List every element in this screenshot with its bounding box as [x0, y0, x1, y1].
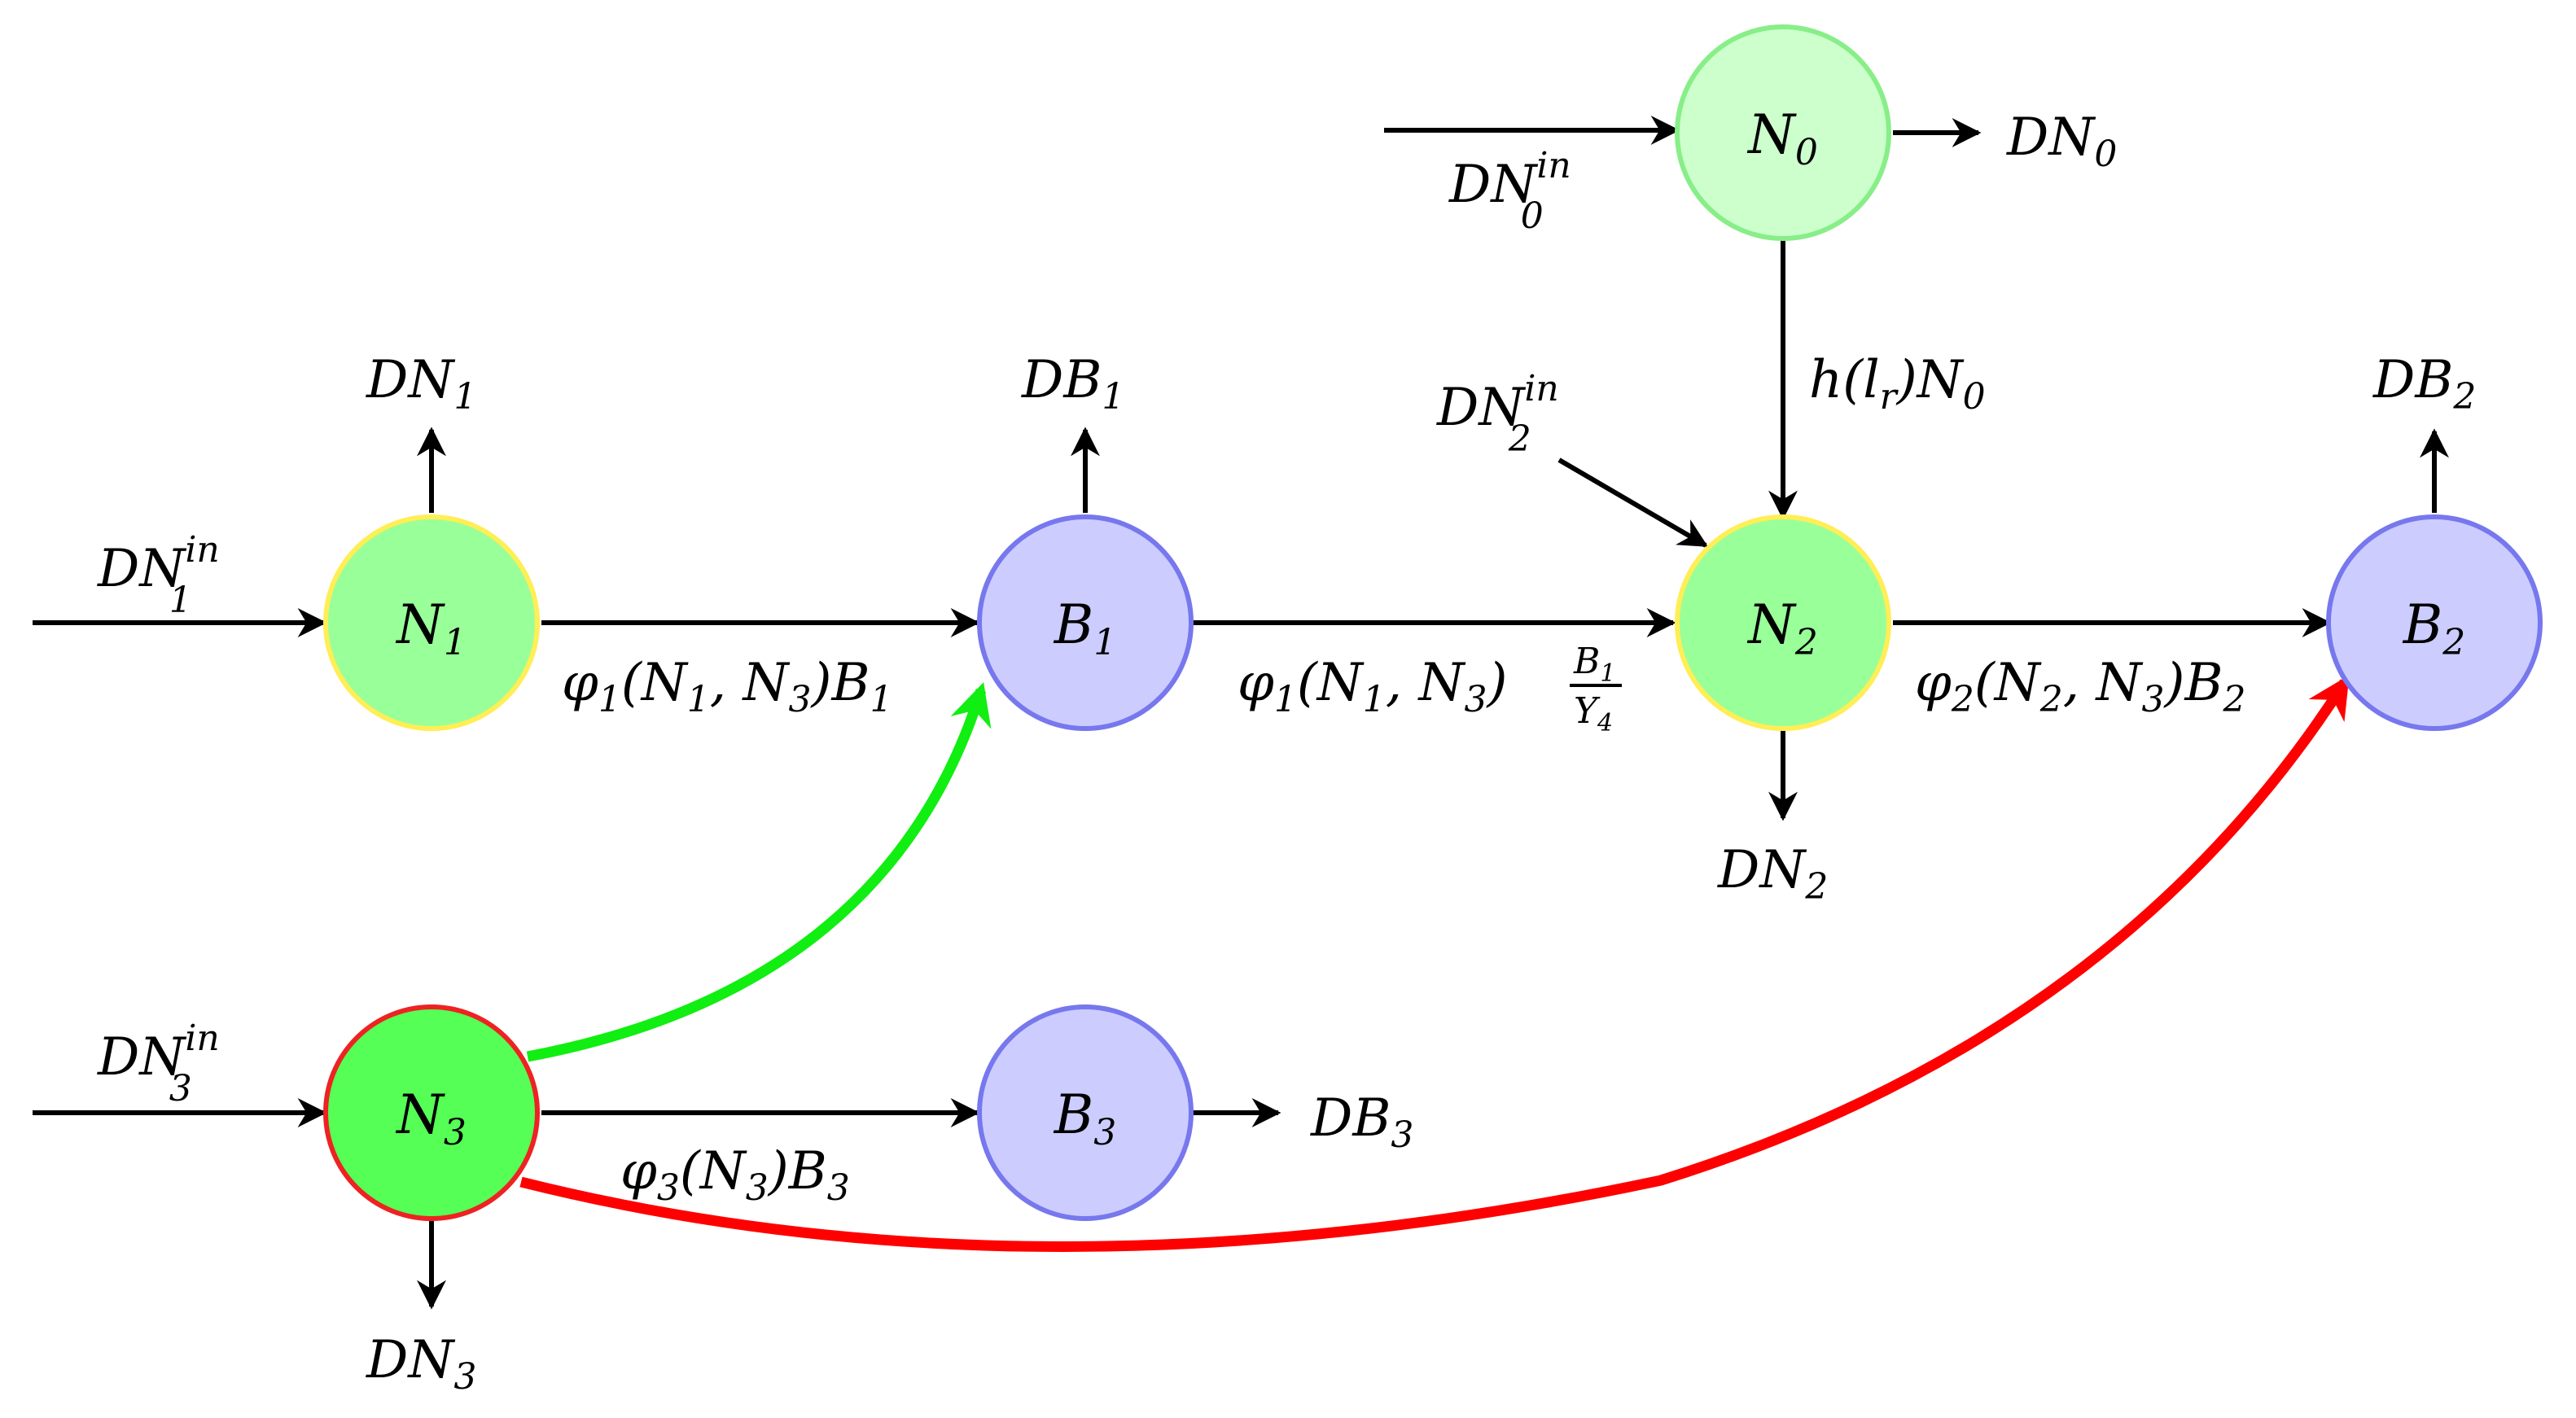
label-dn1: DN1 [366, 350, 476, 418]
svg-text:B2: B2 [2403, 593, 2466, 663]
label-phi1-frac: φ1(N1, N3) B1 Y4 [1238, 641, 1622, 737]
label-phi1-b1: φ1(N1, N3)B1 [562, 653, 892, 720]
edge-dn2in-n2 [1557, 457, 1709, 548]
label-db2: DB2 [2372, 350, 2476, 418]
node-n1[interactable]: N1 [323, 514, 540, 731]
edge-n3-b2-influence [519, 675, 2350, 1252]
node-n2[interactable]: N2 [1675, 514, 1891, 731]
svg-text:B1: B1 [1573, 641, 1615, 688]
label-h-lr-n0: h(lr)N0 [1809, 350, 1986, 418]
label-db1: DB1 [1021, 350, 1124, 418]
label-db3: DB3 [1310, 1088, 1413, 1156]
svg-text:N0: N0 [1746, 103, 1818, 173]
svg-text:B3: B3 [1054, 1083, 1117, 1153]
svg-text:B1: B1 [1054, 593, 1117, 663]
node-b2[interactable]: B2 [2326, 514, 2543, 731]
label-dn3: DN3 [366, 1330, 476, 1398]
edge-n3-b1-influence [526, 682, 992, 1062]
node-b1[interactable]: B1 [977, 514, 1194, 731]
label-phi2-b2: φ2(N2, N3)B2 [1915, 653, 2245, 720]
label-dn0: DN0 [2006, 107, 2117, 175]
node-n3[interactable]: N3 [323, 1004, 540, 1221]
svg-text:Y4: Y4 [1574, 690, 1613, 737]
node-b3[interactable]: B3 [977, 1004, 1194, 1221]
svg-text:N2: N2 [1746, 593, 1818, 663]
svg-text:φ1(N1, N3): φ1(N1, N3) [1238, 653, 1507, 720]
node-n0[interactable]: N0 [1675, 24, 1891, 241]
label-dn2: DN2 [1717, 840, 1828, 908]
svg-text:N3: N3 [395, 1083, 467, 1153]
label-phi3-b3: φ3(N3)B3 [620, 1141, 850, 1209]
svg-text:N1: N1 [395, 593, 467, 663]
